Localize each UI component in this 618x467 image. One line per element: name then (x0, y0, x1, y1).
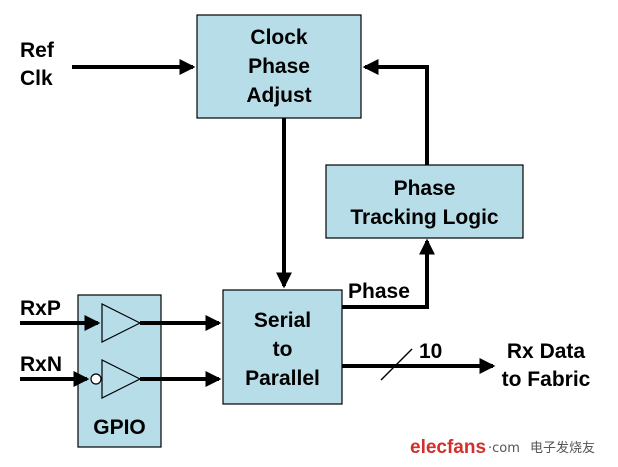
bus-width-slash (380, 348, 413, 381)
rxp-label: RxP (20, 297, 61, 320)
rxn-label: RxN (20, 353, 62, 376)
serial-to-parallel-line-2: to (273, 338, 293, 361)
phase-tracking-logic-block: Phase Tracking Logic (325, 164, 524, 239)
watermark-tagline: 电子发烧友 (530, 440, 595, 456)
rxn-buffer-symbol (101, 359, 142, 399)
watermark-brand: elecfans (410, 437, 486, 458)
clock-phase-adjust-line-1: Clock (250, 26, 308, 49)
phase-tracking-logic-line-2: Tracking Logic (350, 206, 499, 229)
rx-data-label-line-2: to Fabric (502, 368, 591, 391)
bus-width-label: 10 (419, 340, 442, 363)
rxp-buffer-symbol (101, 303, 142, 343)
serial-to-parallel-line-1: Serial (254, 309, 311, 332)
tracking-to-clock-arrow (362, 59, 429, 165)
phase-tracking-logic-line-1: Phase (394, 177, 456, 200)
watermark: elecfans ·com 电子发烧友 (410, 437, 595, 458)
clock-phase-adjust-line-2: Phase (248, 55, 310, 78)
gpio-block: GPIO (77, 294, 162, 448)
rx-data-label-line-1: Rx Data (507, 340, 586, 363)
serial-to-parallel-block: Serial to Parallel (222, 289, 343, 405)
ref-clk-label-line-2: Clk (20, 67, 53, 90)
phase-signal-label: Phase (348, 280, 410, 303)
watermark-domain: ·com (488, 441, 520, 456)
rxn-inverter-bubble (90, 373, 102, 385)
ref-clk-label-line-1: Ref (20, 39, 55, 62)
serial-to-parallel-line-3: Parallel (245, 367, 320, 390)
clock-phase-adjust-block: Clock Phase Adjust (196, 14, 362, 119)
clock-phase-adjust-line-3: Adjust (246, 84, 311, 107)
gpio-label: GPIO (93, 416, 146, 439)
phase-feedback-arrow (342, 238, 435, 309)
